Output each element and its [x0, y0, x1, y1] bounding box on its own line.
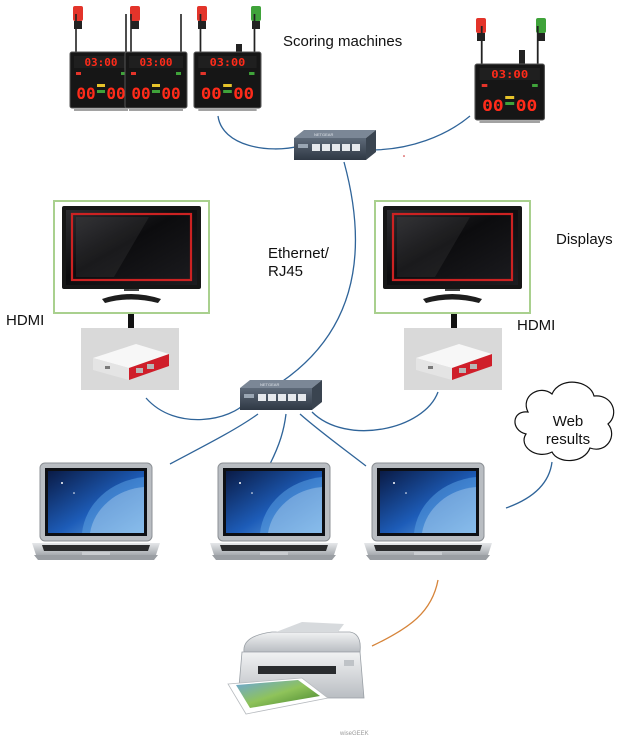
cable-laptop-right-to-switch: [299, 413, 367, 467]
cable-left-machines-to-top-switch: [217, 115, 301, 150]
cloud-icon: Web results: [514, 381, 615, 462]
cable-right-machine-to-top-switch: [369, 115, 471, 151]
usb-cable-printer: [371, 579, 439, 647]
printer-icon: [227, 621, 365, 715]
scoreboard-icon: [474, 18, 546, 123]
network-switch-icon: [240, 380, 322, 410]
hdmi-label-right: HDMI: [517, 317, 555, 334]
cable-left-pi-to-switch: [145, 397, 247, 421]
scoreboard-icon: [69, 6, 133, 111]
web-results-label-line2: results: [546, 431, 590, 448]
monitor-icon: [373, 199, 532, 315]
cable-laptop-left-to-switch: [169, 413, 259, 465]
laptop-icon: [363, 462, 493, 561]
laptop-icon: [31, 462, 161, 561]
cable-right-pi-to-switch: [311, 391, 439, 432]
scoring-machines-group: Scoring machines: [69, 6, 546, 123]
monitor-icon: [52, 199, 211, 315]
scoring-machines-label: Scoring machines: [283, 33, 402, 50]
ethernet-backbone-cable: [279, 161, 357, 384]
raspberry-pi-icon: [81, 328, 179, 390]
hdmi-label-left: HDMI: [6, 312, 44, 329]
cable-laptop-middle-to-switch: [269, 413, 287, 465]
cable-laptop-right-to-web: [505, 461, 553, 509]
displays-label: Displays: [556, 231, 613, 248]
hdmi-cable-left: [128, 307, 134, 331]
scoreboard-icon: [124, 6, 188, 111]
network-cables: [145, 115, 553, 509]
rj45-label: RJ45: [268, 263, 303, 280]
network-switch-icon: [294, 130, 376, 160]
watermark: wiseGEEK: [339, 731, 369, 737]
scoreboard-icon: [193, 6, 262, 111]
stray-dot: [403, 155, 405, 157]
web-results-label-line1: Web: [553, 413, 584, 430]
laptop-icon: [209, 462, 339, 561]
hdmi-cable-right: [451, 307, 457, 331]
raspberry-pi-icon: [404, 328, 502, 390]
ethernet-label: Ethernet/: [268, 245, 330, 262]
